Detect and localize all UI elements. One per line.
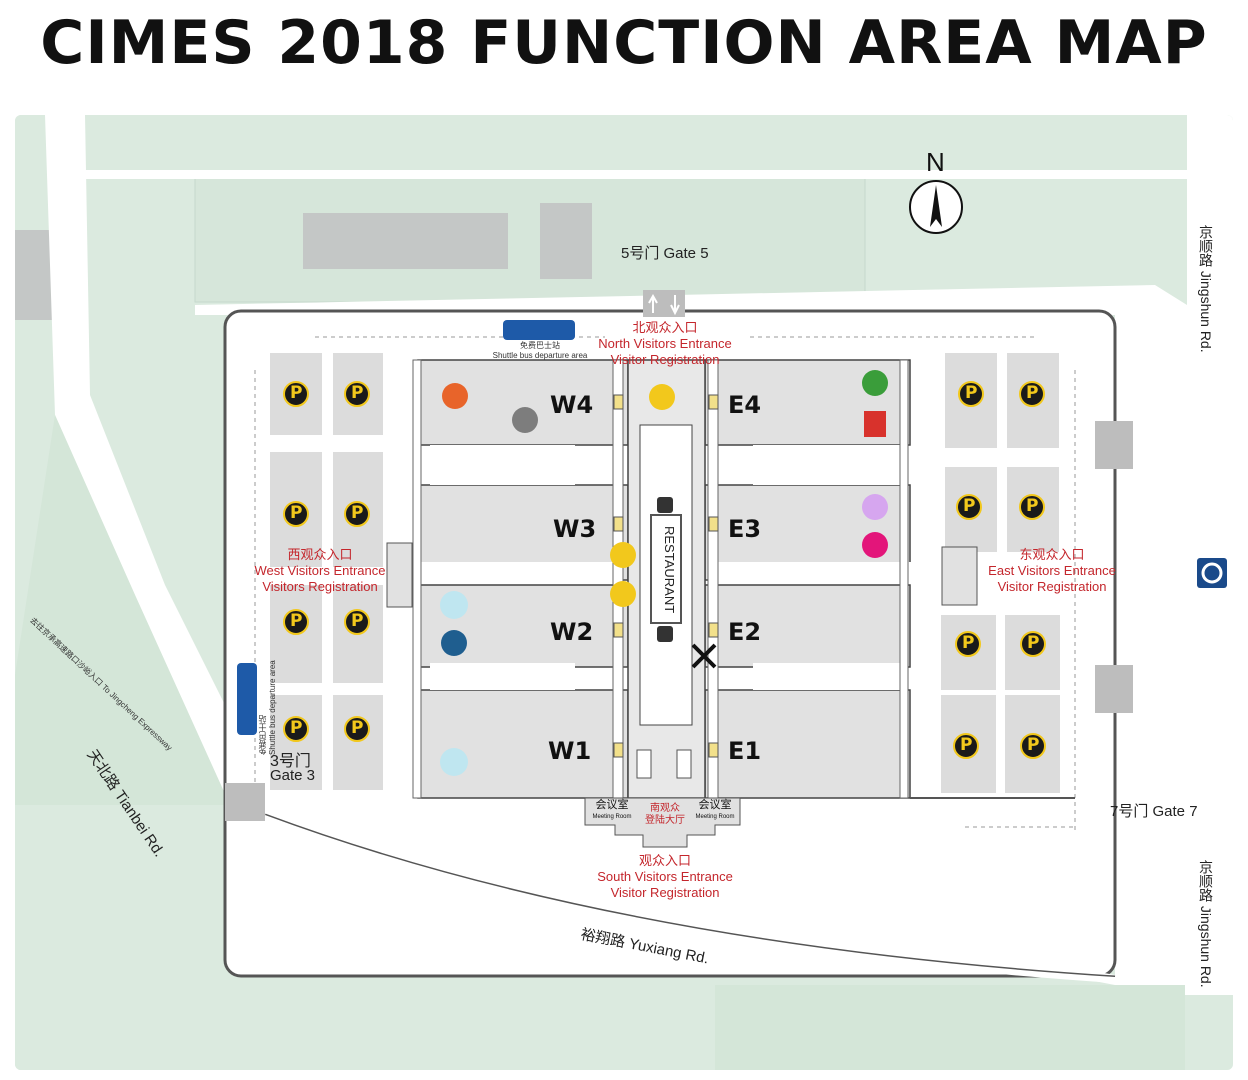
bus-icon bbox=[237, 663, 257, 735]
north-label: N bbox=[926, 147, 945, 177]
parking-label: P bbox=[1027, 735, 1040, 755]
parking-label: P bbox=[962, 633, 975, 653]
gate-5-label: 5号门 Gate 5 bbox=[621, 245, 709, 262]
hall-w4: W4 bbox=[550, 391, 594, 419]
jingshun-road-label-south: 京顺路 Jingshun Rd. bbox=[1198, 860, 1214, 988]
marker-lavender bbox=[862, 494, 888, 520]
marker-yellow bbox=[610, 581, 636, 607]
metro-icon bbox=[1197, 558, 1227, 588]
parking-label: P bbox=[351, 383, 364, 403]
hall-e4: E4 bbox=[728, 391, 762, 419]
restaurant-icon bbox=[657, 497, 673, 513]
venue-map: P P P P P P P P P P P P P P P P W4 W3 W2… bbox=[15, 115, 1233, 1070]
restaurant-icon bbox=[657, 626, 673, 642]
marker-lightblue bbox=[440, 748, 468, 776]
parking-label: P bbox=[290, 611, 303, 631]
marker-red bbox=[864, 411, 886, 437]
parking-label: P bbox=[351, 718, 364, 738]
building-block bbox=[540, 203, 592, 279]
marker-orange bbox=[442, 383, 468, 409]
parking-lots-east bbox=[941, 353, 1060, 793]
hall-e2: E2 bbox=[728, 618, 762, 646]
parking-label: P bbox=[1027, 633, 1040, 653]
service-tools-icon bbox=[691, 643, 717, 669]
tianbei-road bbox=[45, 115, 275, 805]
marker-yellow bbox=[610, 542, 636, 568]
gate-3-label-en: Gate 3 bbox=[270, 767, 316, 784]
marker-gray bbox=[512, 407, 538, 433]
restaurant-box bbox=[650, 514, 682, 624]
bus-icon bbox=[503, 320, 575, 340]
jingshun-road-label-north: 京顺路 Jingshun Rd. bbox=[1198, 225, 1214, 353]
parking-label: P bbox=[351, 503, 364, 523]
page-title: CIMES 2018 FUNCTION AREA MAP bbox=[40, 8, 1208, 78]
gate-7-label: 7号门 Gate 7 bbox=[1110, 803, 1198, 820]
parking-label: P bbox=[290, 503, 303, 523]
parking-label: P bbox=[1026, 383, 1039, 403]
parking-label: P bbox=[960, 735, 973, 755]
south-hall-label: 南观众登陆大厅 bbox=[645, 803, 685, 826]
parking-icons bbox=[283, 381, 1046, 759]
hall-e1: E1 bbox=[728, 737, 762, 765]
marker-magenta bbox=[862, 532, 888, 558]
marker-green bbox=[862, 370, 888, 396]
parking-label: P bbox=[351, 611, 364, 631]
gate-3-label-cn: 3号门 bbox=[270, 753, 311, 770]
restaurant-label: RESTAURANT bbox=[662, 526, 677, 614]
parking-label: P bbox=[1026, 496, 1039, 516]
service-points bbox=[613, 394, 719, 758]
gate-3-arrows bbox=[225, 783, 265, 821]
parking-label: P bbox=[290, 383, 303, 403]
compass-icon bbox=[909, 180, 963, 234]
parking-label: P bbox=[290, 718, 303, 738]
parking-label: P bbox=[963, 496, 976, 516]
jingshun-road bbox=[1187, 115, 1233, 1070]
hall-w3: W3 bbox=[553, 515, 597, 543]
marker-darkblue bbox=[441, 630, 467, 656]
gate-5-arrows bbox=[643, 290, 685, 317]
building-block bbox=[303, 213, 508, 269]
gate-east-arrows bbox=[1095, 421, 1133, 713]
hall-w2: W2 bbox=[550, 618, 594, 646]
marker-yellow bbox=[649, 384, 675, 410]
parking-label: P bbox=[965, 383, 978, 403]
marker-lightblue bbox=[440, 591, 468, 619]
hall-w1: W1 bbox=[548, 737, 592, 765]
hall-e3: E3 bbox=[728, 515, 762, 543]
